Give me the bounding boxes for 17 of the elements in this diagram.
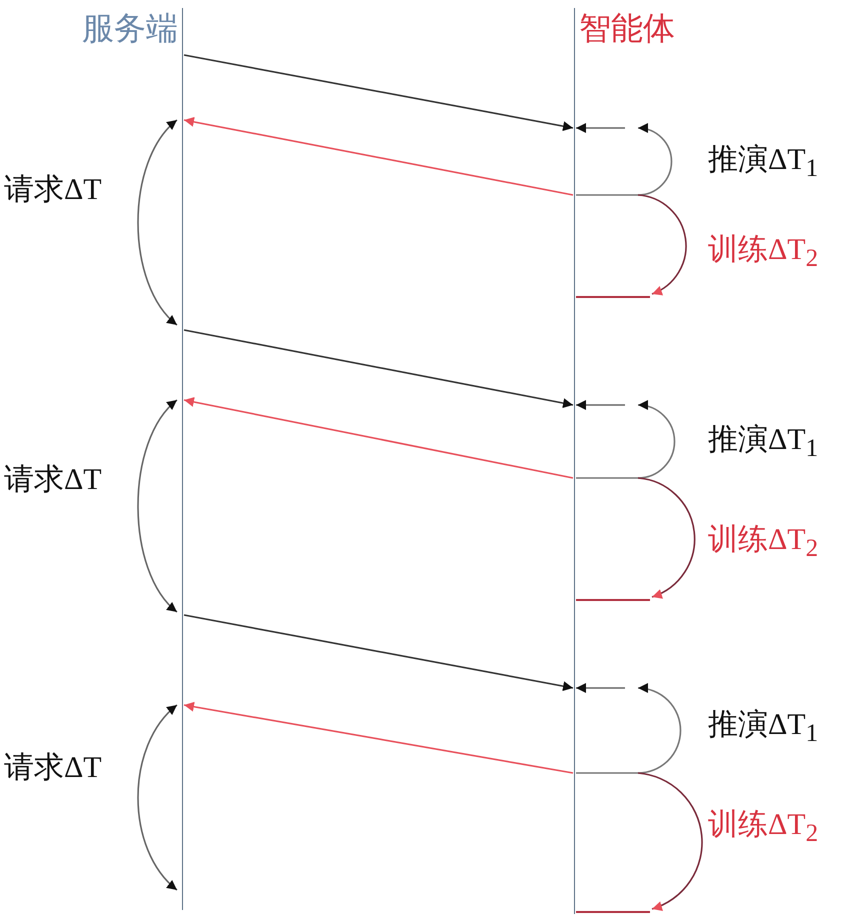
duration-label: 推演ΔT$_{1}$ [708,422,818,464]
duration-label: 请求ΔT [4,462,102,498]
message-arrow [184,702,574,774]
lifeline-title: 智能体 [579,9,675,48]
message-arrow [184,116,574,196]
duration-label: 训练ΔT$_{2}$ [708,522,818,564]
lifeline-title: 服务端 [82,9,178,48]
duration-label: 训练ΔT$_{2}$ [708,232,818,274]
message-arrow [184,614,574,692]
duration-label: 推演ΔT$_{1}$ [708,707,818,749]
duration-label: 训练ΔT$_{2}$ [708,807,818,849]
duration-label: 推演ΔT$_{1}$ [708,142,818,184]
duration-label: 请求ΔT [4,172,102,208]
message-arrow [184,54,574,132]
message-arrow [184,329,574,408]
message-arrow [184,397,574,479]
duration-label: 请求ΔT [4,750,102,786]
